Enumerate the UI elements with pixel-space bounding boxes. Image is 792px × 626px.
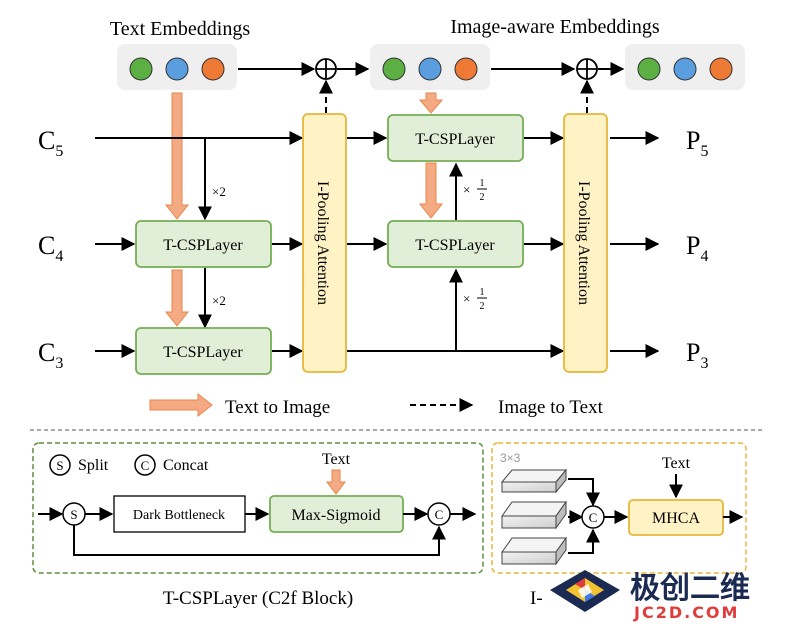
- image-aware-embeddings-group-2: [625, 44, 745, 90]
- svg-text:×: ×: [463, 182, 470, 197]
- tcsp-text-orange-arrow: [326, 469, 346, 495]
- text-to-image-arrow: [164, 92, 190, 220]
- svg-text:Dark Bottleneck: Dark Bottleneck: [133, 508, 225, 523]
- p4-label: P4: [686, 231, 708, 265]
- ipool-detail-caption: I-: [530, 588, 543, 609]
- embedding-dot-green: [382, 57, 406, 81]
- split-legend-label: Split: [78, 457, 109, 474]
- image-aware-embeddings-group-1: [370, 44, 490, 90]
- times2-label: ×2: [212, 184, 226, 199]
- times2-label: ×2: [212, 293, 226, 308]
- svg-text:×: ×: [463, 291, 470, 306]
- dark-bottleneck-box: Dark Bottleneck: [113, 495, 246, 533]
- embedding-dot-green: [637, 57, 661, 81]
- svg-text:2: 2: [480, 301, 485, 312]
- svg-text:MHCA: MHCA: [652, 510, 700, 527]
- svg-text:Text to Image: Text to Image: [225, 397, 330, 418]
- svg-text:T-CSPLayer: T-CSPLayer: [415, 237, 495, 254]
- pooled-feature-stack: [501, 500, 567, 530]
- ipooling-attention-box: I-Pooling Attention: [302, 113, 347, 373]
- concat-legend-label: Concat: [163, 457, 209, 474]
- embedding-dot-green: [129, 57, 153, 81]
- embedding-dot-blue: [418, 57, 442, 81]
- embedding-dot-blue: [673, 57, 697, 81]
- split-legend-icon: S: [49, 454, 71, 476]
- ipool-detail-frame: [491, 442, 747, 574]
- max-sigmoid-box: Max-Sigmoid: [269, 495, 404, 533]
- svg-text:T-CSPLayer: T-CSPLayer: [163, 344, 243, 361]
- watermark-logo-icon: [550, 570, 620, 612]
- svg-text:2: 2: [480, 192, 485, 203]
- svg-text:Image to Text: Image to Text: [498, 397, 604, 418]
- text-embeddings-title: Text Embeddings: [110, 18, 250, 40]
- split-icon: S: [62, 502, 86, 526]
- pooled-feature-stack: [500, 468, 568, 494]
- times-half-label: × 1 2: [463, 178, 487, 203]
- tcsp-text-input-label: Text: [322, 451, 351, 468]
- svg-text:T-CSPLayer: T-CSPLayer: [415, 131, 495, 148]
- svg-text:C: C: [435, 507, 444, 522]
- p5-label: P5: [686, 126, 708, 160]
- embedding-dot-orange: [709, 57, 733, 81]
- p3-label: P3: [686, 338, 708, 372]
- legend-image-to-text: Image to Text: [410, 397, 604, 418]
- tcsp-layer-box: T-CSPLayer: [135, 327, 272, 375]
- c4-label: C4: [38, 231, 63, 265]
- pool-to-concat-arrow-top: [568, 478, 600, 507]
- c5-label: C5: [38, 126, 63, 160]
- text-to-image-arrow: [164, 269, 190, 327]
- pool-to-concat-arrow-bottom: [568, 528, 600, 554]
- plus-circle-icon: [576, 58, 598, 80]
- tcsp-layer-box: T-CSPLayer: [387, 220, 524, 268]
- text-to-image-arrow: [418, 162, 444, 219]
- image-aware-embeddings-title: Image-aware Embeddings: [450, 16, 660, 38]
- text-embeddings-group: [117, 44, 237, 90]
- embedding-dot-blue: [165, 57, 189, 81]
- concat-icon: C: [427, 502, 451, 526]
- legend-text-to-image: Text to Image: [149, 392, 330, 418]
- svg-text:Max-Sigmoid: Max-Sigmoid: [292, 507, 381, 524]
- concat-legend-icon: C: [134, 454, 156, 476]
- split-skip-connection: [73, 525, 446, 556]
- svg-text:1: 1: [480, 287, 485, 298]
- kernel-size-label: 3×3: [500, 451, 521, 465]
- svg-text:S: S: [70, 507, 77, 522]
- concat-icon: C: [581, 505, 605, 529]
- svg-text:I-Pooling Attention: I-Pooling Attention: [314, 181, 331, 305]
- c3-label: C3: [38, 338, 63, 372]
- svg-text:S: S: [56, 458, 63, 473]
- watermark-title: 极创二维: [630, 571, 750, 606]
- times-half-label: × 1 2: [463, 287, 487, 312]
- mhca-box: MHCA: [628, 499, 724, 536]
- tcsp-layer-box: T-CSPLayer: [387, 114, 524, 162]
- mhca-text-input-label: Text: [662, 455, 691, 472]
- ipooling-attention-box: I-Pooling Attention: [563, 113, 608, 373]
- embedding-dot-orange: [454, 57, 478, 81]
- svg-text:C: C: [589, 510, 598, 525]
- svg-text:T-CSPLayer: T-CSPLayer: [163, 237, 243, 254]
- embedding-dot-orange: [201, 57, 225, 81]
- pooled-feature-stack: [501, 536, 567, 566]
- tcsp-layer-box: T-CSPLayer: [135, 220, 272, 268]
- svg-text:C: C: [141, 458, 150, 473]
- text-to-image-arrow: [418, 92, 444, 114]
- tcsp-detail-frame: [32, 442, 484, 574]
- svg-text:1: 1: [480, 178, 485, 189]
- watermark-url: JC2D.COM: [633, 603, 739, 622]
- tcsp-detail-caption: T-CSPLayer (C2f Block): [163, 588, 353, 609]
- plus-circle-icon: [315, 58, 337, 80]
- svg-text:I-Pooling Attention: I-Pooling Attention: [575, 181, 592, 305]
